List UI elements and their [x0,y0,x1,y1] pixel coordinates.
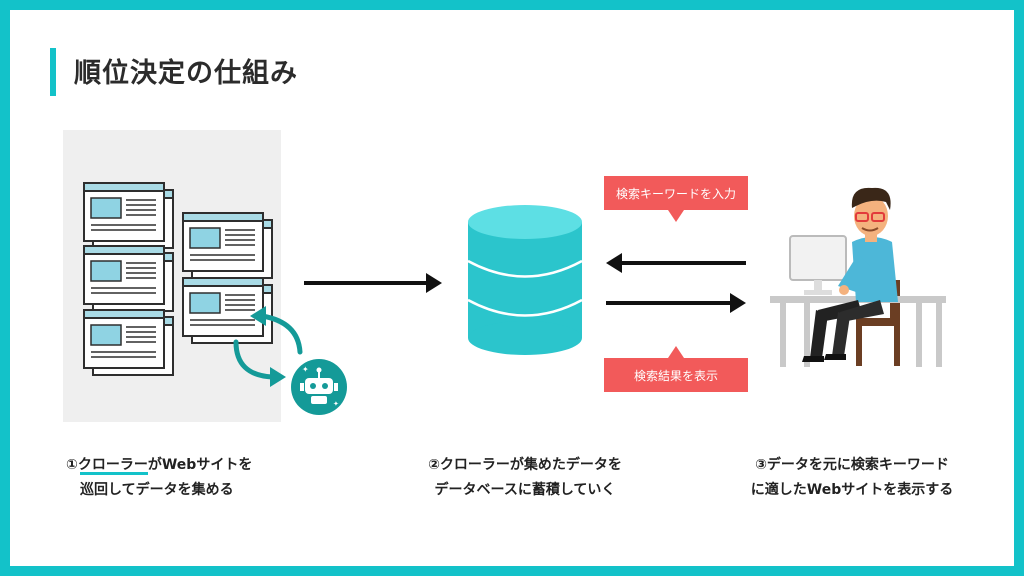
caption-step1: ①クローラーがWebサイトを 巡回してデータを集める [66,453,252,503]
svg-text:✦: ✦ [333,400,339,408]
bubble-tail [668,346,684,358]
caption-step3-line1: ③データを元に検索キーワード [755,457,949,473]
crawl-cycle-arrows-icon [233,313,303,380]
website-window-icon [182,212,273,279]
website-window-icon [83,182,174,249]
caption-step1-number: ① [66,457,78,473]
caption-step1-line2: 巡回してデータを集める [80,482,234,498]
caption-step2: ②クローラーが集めたデータを データベースに蓄積していく [410,453,640,503]
arrow-head-icon [606,253,622,273]
website-window-icon [83,309,174,376]
caption-step1-highlight: クローラー [77,457,148,473]
arrow-head-icon [270,367,286,387]
arrow-head-icon [730,293,746,313]
arrow-head-icon [250,306,266,326]
title-accent-bar [50,48,56,96]
bubble-tail [668,210,684,222]
search-keyword-bubble: 検索キーワードを入力 [604,176,748,210]
page-title: 順位決定の仕組み [74,58,298,89]
arrow-head-icon [426,273,442,293]
caption-step2-line2: データベースに蓄積していく [434,482,616,498]
diagram-canvas: ✦ ✦ [83,182,946,415]
website-window-icon [83,245,174,312]
website-window-icon [182,277,273,344]
caption-step1-suffix: がWebサイトを [147,457,253,473]
crawler-robot-icon: ✦ ✦ [291,359,347,415]
svg-text:✦: ✦ [302,365,309,374]
caption-step2-line1: ②クローラーが集めたデータを [428,457,622,473]
caption-step3: ③データを元に検索キーワード に適したWebサイトを表示する [732,453,972,503]
search-results-bubble: 検索結果を表示 [604,358,748,392]
database-icon [467,205,583,355]
caption-step3-line2: に適したWebサイトを表示する [750,482,954,498]
user-at-computer-icon [770,187,946,367]
slide: 順位決定の仕組み [10,10,1014,566]
